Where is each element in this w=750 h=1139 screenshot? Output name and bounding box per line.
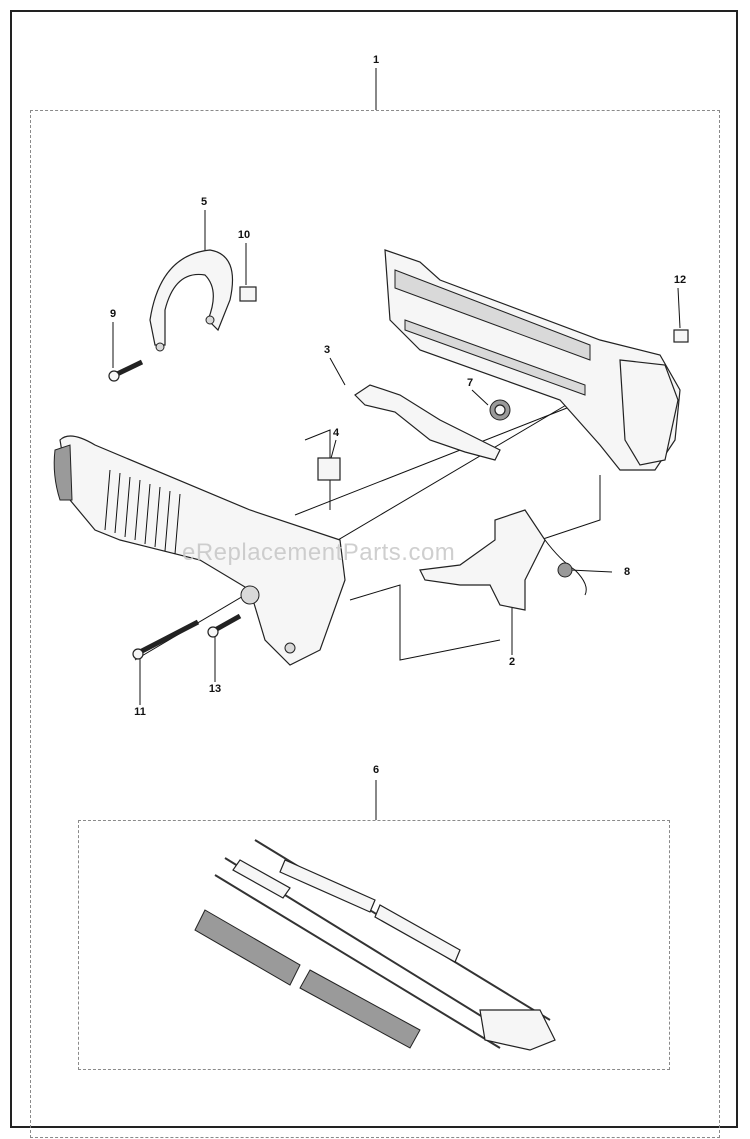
trigger-part-2 [419,509,546,611]
leader-lines [112,68,681,820]
callout-1: 1 [372,54,380,66]
clip-part-4 [317,457,341,481]
callout-13: 13 [208,683,222,695]
callout-12: 12 [673,274,687,286]
screw-part-11 [132,619,200,660]
cable-kit-part-6 [194,839,556,1051]
spring-part-8 [544,539,587,596]
screw-part-9 [108,359,144,382]
spring-part-7 [489,399,511,421]
callout-11: 11 [134,706,146,718]
nut-part-10 [239,286,257,302]
screw-part-13 [207,613,242,638]
callout-10: 10 [237,229,251,241]
callout-9: 9 [109,308,117,320]
grip-ribs [104,469,181,555]
callout-7: 7 [466,377,474,389]
assembly-1-box [30,110,720,1138]
handle-frame [384,249,681,471]
callout-6: 6 [372,764,380,776]
callout-3: 3 [323,344,331,356]
nut-part-12 [673,329,689,343]
callout-8: 8 [623,566,631,578]
callout-4: 4 [332,427,340,439]
callout-2: 2 [508,656,516,668]
sleeve-left [194,909,301,986]
rear-handle [53,435,346,666]
cover-part-5 [149,249,234,352]
watermark: eReplacementParts.com [182,539,456,566]
sleeve-right [299,969,421,1049]
callout-5: 5 [200,196,208,208]
outer-frame [10,10,738,1128]
lever-part-3 [354,384,501,461]
kit-6-box [78,820,670,1070]
